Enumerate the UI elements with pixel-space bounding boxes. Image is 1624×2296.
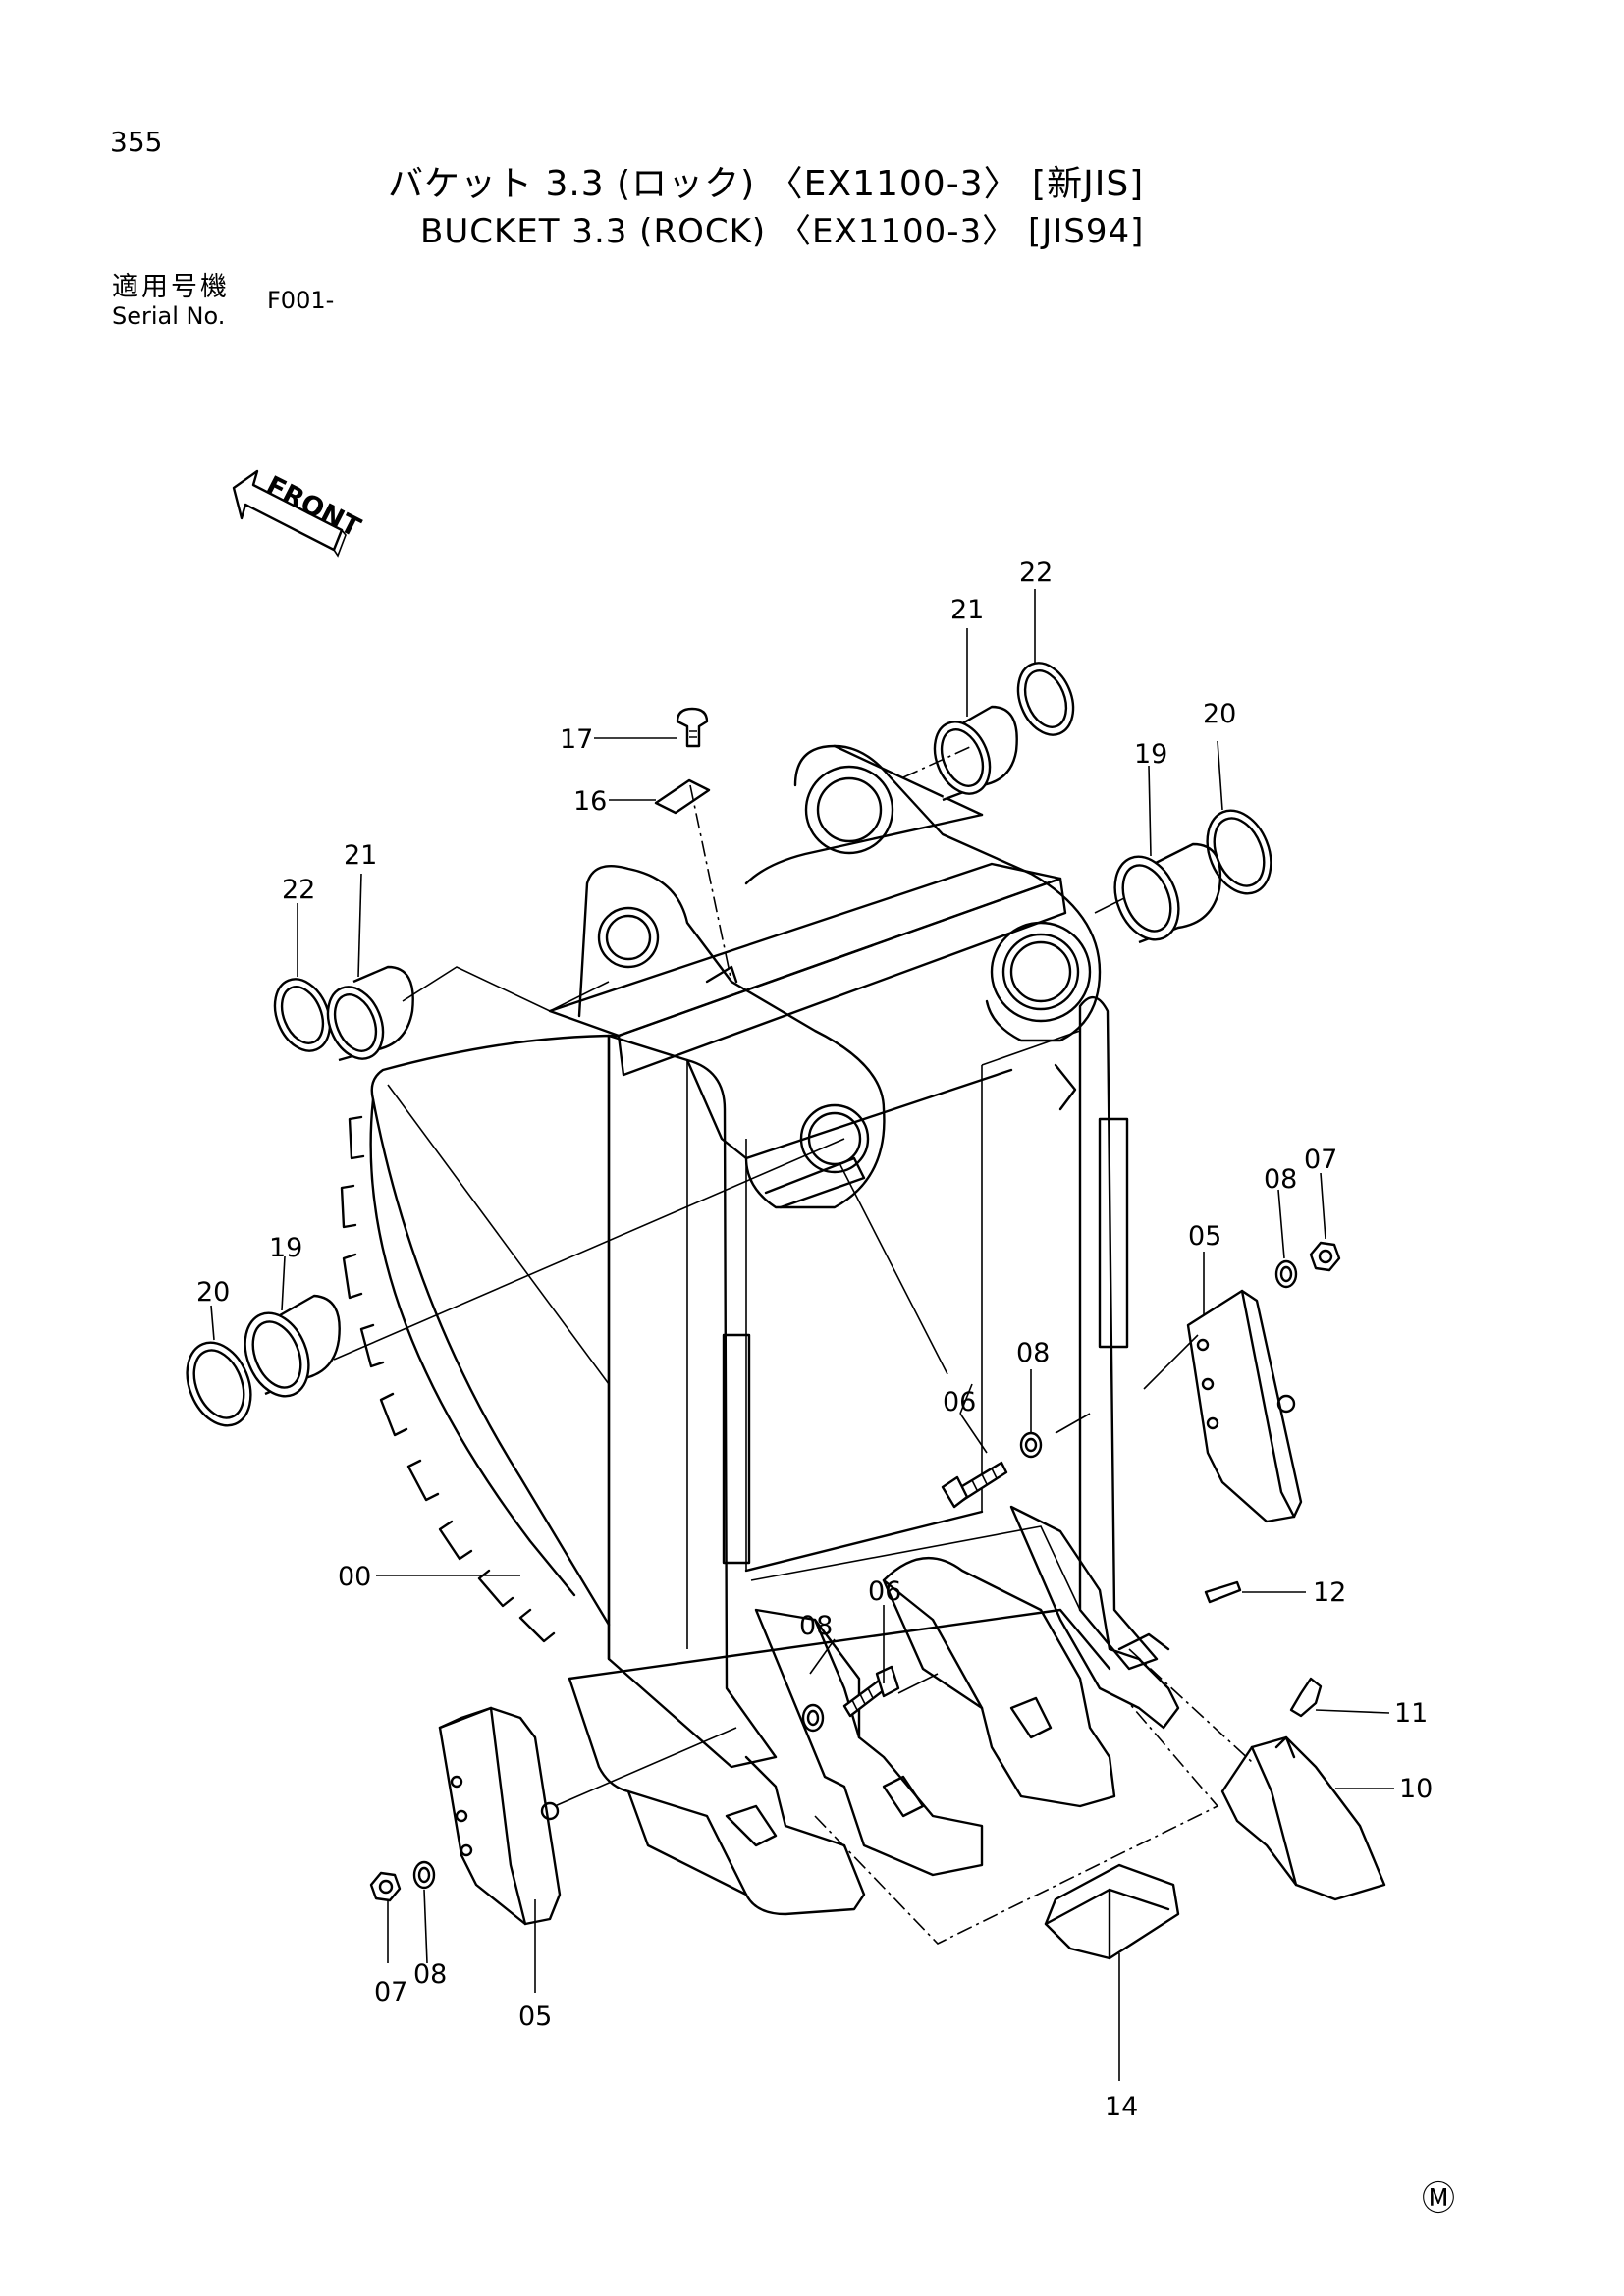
callout-11: 11 — [1394, 1698, 1428, 1729]
callout-20-right: 20 — [1203, 699, 1236, 729]
part-17-bolt — [676, 707, 709, 748]
part-21-left — [326, 965, 414, 1062]
serial-number-value: F001- — [267, 287, 335, 314]
callout-19-left: 19 — [269, 1233, 302, 1263]
callout-05-right: 05 — [1188, 1221, 1221, 1252]
callout-19-right: 19 — [1134, 739, 1167, 770]
page-title-english: BUCKET 3.3 (ROCK) 〈EX1100-3〉 [JIS94] — [420, 212, 1145, 251]
part-08-mid-washer — [801, 1703, 825, 1733]
part-10-tooth — [1220, 1735, 1386, 1901]
page-number: 355 — [110, 126, 163, 158]
callout-08-right-upper: 08 — [1264, 1164, 1297, 1195]
callout-21-left: 21 — [344, 840, 377, 871]
part-19-left — [244, 1294, 341, 1398]
part-16-plate — [654, 778, 711, 815]
callout-07-right: 07 — [1304, 1145, 1337, 1175]
serial-label-english: Serial No. — [112, 302, 226, 330]
part-20-right — [1206, 809, 1272, 895]
part-22-left — [273, 978, 332, 1052]
front-arrow-icon: FRONT — [232, 469, 365, 558]
serial-label-japanese: 適用号機 — [112, 272, 230, 302]
part-05-right — [1186, 1289, 1303, 1523]
callout-08-right-lower: 08 — [1016, 1338, 1050, 1368]
assembly-lines — [333, 745, 1253, 1807]
part-08-left-washer — [412, 1860, 436, 1890]
part-07-right-nut — [1309, 1241, 1341, 1272]
callout-12: 12 — [1313, 1577, 1346, 1608]
part-06-lower-bolt — [842, 1665, 900, 1718]
page-title-japanese: バケット 3.3 (ロック) 〈EX1100-3〉 [新JIS] — [388, 164, 1145, 204]
callout-14: 14 — [1105, 2092, 1138, 2122]
callout-05-left: 05 — [518, 2002, 552, 2032]
part-06-upper-bolt — [941, 1461, 1008, 1509]
callout-08-mid: 08 — [799, 1611, 833, 1641]
bucket-teeth — [568, 1505, 1219, 1945]
part-08-right-upper-washer — [1274, 1259, 1298, 1289]
leader-lines — [210, 589, 1394, 2081]
part-21-right — [933, 705, 1018, 802]
bucket-body — [340, 744, 1159, 1769]
callout-17: 17 — [560, 724, 593, 755]
part-14-protector — [1044, 1863, 1180, 1960]
callout-20-left: 20 — [196, 1277, 230, 1308]
part-05-left — [438, 1706, 562, 1926]
callout-00: 00 — [338, 1562, 371, 1592]
callout-22-left: 22 — [282, 875, 315, 905]
part-07-left-nut — [369, 1871, 402, 1902]
callout-21-right: 21 — [950, 595, 984, 625]
callout-07-left: 07 — [374, 1977, 407, 2007]
part-12-pin — [1204, 1580, 1242, 1604]
manual-mark: Ⓜ — [1422, 2179, 1455, 2218]
callout-16: 16 — [573, 786, 607, 817]
callout-08-left: 08 — [413, 1959, 447, 1990]
part-19-right — [1113, 842, 1222, 944]
callout-06-lower: 06 — [868, 1576, 901, 1607]
callout-22-right: 22 — [1019, 558, 1053, 588]
part-22-right — [1016, 662, 1075, 736]
callout-10: 10 — [1399, 1774, 1433, 1804]
part-08-right-lower-washer — [1019, 1431, 1043, 1459]
part-20-left — [186, 1341, 252, 1427]
callout-labels: 00 05 05 06 06 07 07 08 08 08 08 10 11 1… — [196, 558, 1433, 2122]
part-11-lock — [1289, 1677, 1323, 1718]
callout-06-upper: 06 — [943, 1387, 976, 1417]
